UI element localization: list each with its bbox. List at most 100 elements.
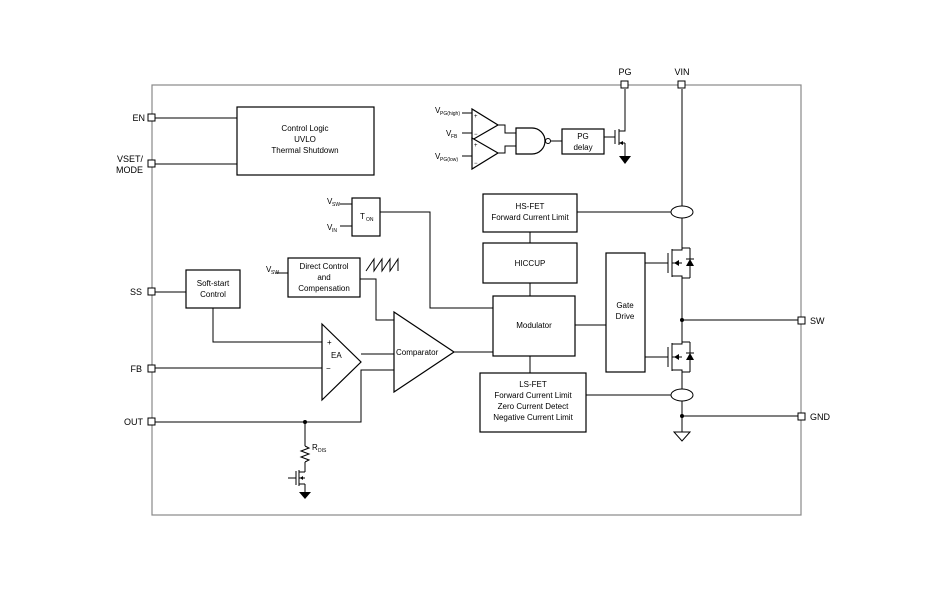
svg-text:Negative Current Limit: Negative Current Limit	[493, 413, 573, 422]
hs-current-sense-icon	[670, 205, 694, 219]
control-logic-block: Control Logic UVLO Thermal Shutdown	[236, 106, 375, 176]
discharge-ground-icon	[299, 492, 311, 499]
svg-text:IN: IN	[332, 228, 337, 234]
vsw-input-label-direct: V SW	[266, 265, 279, 276]
hiccup-block: HICCUP	[482, 242, 578, 284]
discharge-mosfet	[295, 470, 305, 486]
svg-text:V: V	[435, 106, 441, 115]
hs-fet-current-limit-block: HS-FET Forward Current Limit	[482, 193, 578, 233]
pg-mosfet	[614, 129, 626, 145]
svg-text:EA: EA	[331, 351, 342, 360]
rdis-label: R DIS	[312, 443, 327, 454]
softstart-control-block: Soft-start Control	[185, 269, 241, 309]
hs-mosfet	[667, 247, 694, 279]
vfb-label: V FB	[446, 129, 458, 140]
svg-text:Zero Current Detect: Zero Current Detect	[498, 402, 569, 411]
pin-vset-mode[interactable]: VSET/ MODE	[116, 154, 156, 175]
chip-boundary	[151, 84, 802, 516]
ls-current-sense-icon	[670, 388, 694, 402]
svg-text:Soft-start: Soft-start	[197, 279, 230, 288]
svg-text:SS: SS	[130, 287, 142, 297]
svg-text:UVLO: UVLO	[294, 135, 316, 144]
vpg-high-label: V PG(high)	[435, 106, 460, 117]
pg-high-comparator: + −	[471, 107, 500, 142]
svg-text:+: +	[327, 338, 332, 347]
svg-text:−: −	[474, 132, 478, 138]
svg-text:VSET/: VSET/	[117, 154, 144, 164]
ton-block: T ON	[351, 197, 381, 237]
ramp-icon	[365, 257, 399, 273]
svg-text:Direct Control: Direct Control	[300, 262, 349, 271]
pin-fb[interactable]: FB	[130, 364, 156, 374]
ls-mosfet	[667, 341, 694, 373]
svg-text:ON: ON	[366, 217, 374, 223]
pin-vin[interactable]: VIN	[674, 67, 690, 89]
pg-ground-icon	[619, 156, 631, 164]
svg-text:V: V	[327, 223, 333, 232]
svg-text:Drive: Drive	[616, 312, 635, 321]
svg-text:OUT: OUT	[124, 417, 144, 427]
svg-text:DIS: DIS	[318, 448, 327, 454]
svg-text:SW: SW	[810, 316, 825, 326]
svg-text:LS-FET: LS-FET	[519, 380, 547, 389]
out-junction	[303, 420, 307, 424]
svg-text:Forward Current Limit: Forward Current Limit	[491, 213, 569, 222]
svg-text:V: V	[327, 197, 333, 206]
sw-junction	[680, 318, 684, 322]
svg-text:T: T	[360, 212, 365, 221]
svg-text:PG(low): PG(low)	[440, 157, 458, 163]
svg-text:Control Logic: Control Logic	[281, 124, 328, 133]
svg-text:V: V	[266, 265, 272, 274]
svg-text:HICCUP: HICCUP	[515, 259, 546, 268]
svg-text:V: V	[446, 129, 452, 138]
vin-input-label-ton: V IN	[327, 223, 337, 234]
vsw-input-label-ton: V SW	[327, 197, 340, 208]
modulator-block: Modulator	[492, 295, 576, 357]
error-amplifier: + − EA	[321, 322, 362, 402]
pin-pg[interactable]: PG	[618, 67, 632, 89]
pg-delay-block: PG delay	[561, 128, 605, 155]
gate-drive-block: Gate Drive	[605, 252, 646, 373]
svg-text:Modulator: Modulator	[516, 321, 552, 330]
direct-control-block: Direct Control and Compensation	[287, 257, 361, 298]
pin-gnd[interactable]: GND	[797, 412, 831, 422]
pin-ss[interactable]: SS	[130, 287, 156, 297]
svg-text:+: +	[474, 143, 478, 149]
svg-text:Comparator: Comparator	[396, 348, 439, 357]
svg-text:R: R	[312, 443, 318, 452]
nand-gate	[515, 127, 551, 155]
gnd-junction	[680, 414, 684, 418]
discharge-resistor	[299, 445, 311, 463]
pin-sw[interactable]: SW	[797, 316, 825, 326]
svg-text:−: −	[474, 161, 478, 167]
svg-text:GND: GND	[810, 412, 831, 422]
pin-en[interactable]: EN	[132, 113, 156, 123]
svg-text:and: and	[317, 273, 330, 282]
svg-text:Thermal Shutdown: Thermal Shutdown	[271, 146, 338, 155]
svg-text:Compensation: Compensation	[298, 284, 350, 293]
comparator: Comparator	[393, 310, 456, 394]
svg-text:delay: delay	[573, 143, 592, 152]
pin-out[interactable]: OUT	[124, 417, 156, 427]
pg-low-comparator: + −	[471, 136, 500, 171]
svg-text:MODE: MODE	[116, 165, 143, 175]
svg-text:V: V	[435, 152, 441, 161]
svg-text:Gate: Gate	[616, 301, 634, 310]
svg-text:SW: SW	[332, 202, 340, 208]
svg-text:SW: SW	[271, 270, 279, 276]
wires	[155, 89, 798, 492]
svg-text:PG(high): PG(high)	[440, 111, 460, 117]
svg-text:−: −	[326, 364, 331, 373]
svg-text:Control: Control	[200, 290, 226, 299]
svg-text:PG: PG	[577, 132, 589, 141]
vpg-low-label: V PG(low)	[435, 152, 458, 163]
svg-text:Forward Current Limit: Forward Current Limit	[494, 391, 572, 400]
svg-text:FB: FB	[451, 134, 458, 140]
power-ground-icon	[672, 431, 692, 442]
svg-text:+: +	[474, 114, 478, 120]
svg-text:VIN: VIN	[674, 67, 689, 77]
svg-text:HS-FET: HS-FET	[516, 202, 545, 211]
svg-text:EN: EN	[132, 113, 145, 123]
ls-fet-block: LS-FET Forward Current Limit Zero Curren…	[479, 372, 587, 433]
